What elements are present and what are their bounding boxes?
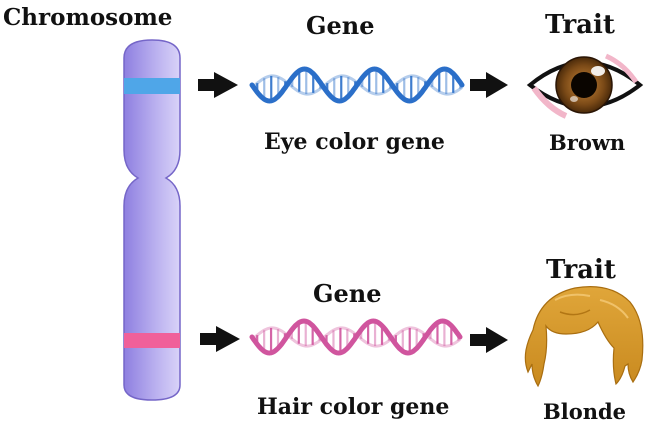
eye-color-dna-helix-icon: [249, 66, 465, 104]
chromosome-title: Chromosome: [3, 4, 173, 31]
hair-gene-band: [124, 333, 180, 348]
eye-gene-heading: Gene: [306, 11, 375, 40]
hair-gene-caption: Hair color gene: [257, 394, 450, 420]
eye-trait-heading: Trait: [545, 10, 615, 40]
arrow-chromosome-to-hair-gene: [200, 326, 240, 352]
brown-eye-icon: [526, 53, 644, 119]
eye-gene-band: [124, 78, 180, 94]
hair-color-dna-helix-icon: [249, 318, 463, 356]
helix-front-strand: [249, 318, 463, 356]
arrow-eye-gene-to-trait: [470, 72, 508, 98]
arrow-chromosome-to-eye-gene: [198, 72, 238, 98]
hair-trait-heading: Trait: [546, 255, 616, 285]
eye-trait-value: Brown: [549, 130, 626, 155]
hair-gene-heading: Gene: [313, 279, 382, 308]
helix-front-strand: [249, 66, 465, 104]
hair-trait-value: Blonde: [543, 399, 627, 424]
chromosome: [123, 39, 181, 401]
arrow-hair-gene-to-trait: [470, 327, 508, 353]
blonde-hair-icon: [524, 286, 644, 388]
eye-gene-caption: Eye color gene: [264, 129, 445, 155]
